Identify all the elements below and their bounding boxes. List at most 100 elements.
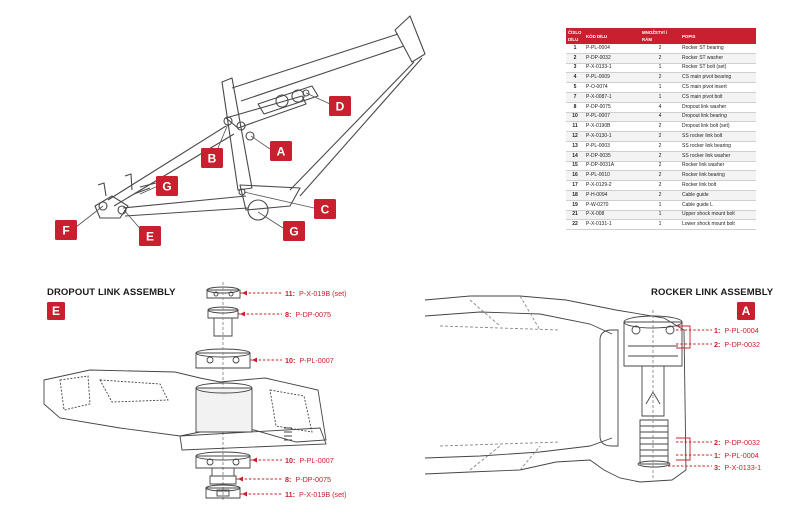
cell-part-number: 18 [566, 190, 584, 201]
dropout-callout-2: 8: P-DP-0075 [285, 310, 331, 319]
header-part-number: ČÍSLO DÍLU [566, 28, 584, 44]
cell-description: Dropout link bolt (set) [680, 121, 756, 133]
cell-part-code: P-X-008 [584, 210, 640, 221]
cell-part-number: 21 [566, 210, 584, 221]
dropout-callout-5: 8: P-DP-0075 [285, 475, 331, 484]
cell-quantity: 2 [640, 190, 680, 201]
cell-description: SS rocker link bearing [680, 141, 756, 152]
cell-part-number: 11 [566, 121, 584, 133]
frame-callout-B: B [201, 148, 223, 168]
rocker-section-badge: A [737, 302, 755, 320]
cell-quantity: 2 [640, 170, 680, 182]
callout-letter: C [321, 203, 330, 217]
callout-letter: B [208, 152, 217, 166]
cell-part-code: P-PL-0007 [584, 112, 640, 123]
cell-quantity: 2 [640, 72, 680, 84]
cell-description: Cable guide L [680, 200, 756, 211]
table-header-row: ČÍSLO DÍLU KÓD DÍLU MNOŽSTVÍ / RÁM POPIS [566, 28, 756, 44]
cell-description: SS rocker link bolt [680, 131, 756, 142]
cell-quantity: 1 [640, 82, 680, 93]
cell-part-code: P-PL-0010 [584, 170, 640, 182]
cell-part-code: P-O-0074 [584, 82, 640, 93]
cell-part-number: 12 [566, 131, 584, 142]
dropout-leader-arrows [238, 290, 257, 497]
cell-part-code: P-DP-0075 [584, 102, 640, 113]
rocker-callout-5: 3: P-X-0133-1 [714, 463, 761, 472]
cell-part-code: P-DP-0035 [584, 151, 640, 162]
bike-frame-drawing [94, 15, 426, 221]
cell-part-number: 19 [566, 200, 584, 211]
cell-part-code: P-PL-0004 [584, 44, 640, 54]
callout-letter: A [277, 145, 286, 159]
cell-part-code: P-X-0133-1 [584, 63, 640, 74]
cell-description: Lower shock mount bolt [680, 219, 756, 231]
cell-quantity: 1 [640, 63, 680, 74]
header-part-code: KÓD DÍLU [584, 28, 640, 44]
cell-quantity: 4 [640, 112, 680, 123]
frame-callout-E: E [139, 226, 161, 246]
cell-quantity: 2 [640, 151, 680, 162]
frame-callout-C: C [314, 199, 336, 219]
cell-description: CS main pivot insert [680, 82, 756, 93]
frame-leader-lines [75, 92, 331, 233]
parts-table: ČÍSLO DÍLU KÓD DÍLU MNOŽSTVÍ / RÁM POPIS… [566, 28, 756, 231]
rocker-section-title: ROCKER LINK ASSEMBLY [651, 287, 774, 298]
rocker-leader-lines [668, 325, 712, 467]
cell-part-code: P-H-0094 [584, 190, 640, 201]
rocker-callout-labels: 1: P-PL-0004 2: P-DP-0032 2: P-DP-0032 1… [714, 326, 761, 472]
cell-part-code: P-X-0190B [584, 121, 640, 133]
rocker-callout-3: 2: P-DP-0032 [714, 438, 760, 447]
cell-part-number: 22 [566, 219, 584, 231]
cell-part-code: P-W-0270 [584, 200, 640, 211]
callout-letter: D [336, 100, 345, 114]
cell-quantity: 4 [640, 102, 680, 113]
frame-callout-G-lower: G [283, 221, 305, 241]
cell-description: CS main pivot bearing [680, 72, 756, 84]
callout-letter: G [289, 225, 298, 239]
cell-part-number: 15 [566, 161, 584, 172]
cell-description: Dropout link washer [680, 102, 756, 113]
cell-description: Upper shock mount bolt [680, 210, 756, 221]
cell-quantity: 1 [640, 219, 680, 231]
dropout-callout-labels: 11: P-X-019B (set) 8: P-DP-0075 10: P-PL… [285, 289, 347, 499]
frame-callout-D: D [329, 96, 351, 116]
cell-quantity: 2 [640, 53, 680, 64]
cell-quantity: 2 [640, 121, 680, 133]
cell-description: Rocker link washer [680, 161, 756, 172]
callout-letter: E [146, 230, 154, 244]
cell-part-code: P-X-0087-1 [584, 92, 640, 103]
rocker-callout-2: 2: P-DP-0032 [714, 340, 760, 349]
cell-part-number: 16 [566, 170, 584, 182]
frame-callout-F: F [55, 220, 77, 240]
cell-quantity: 2 [640, 131, 680, 142]
cell-part-number: 14 [566, 151, 584, 162]
cell-part-code: P-PL-0003 [584, 141, 640, 152]
cell-description: Cable guide [680, 190, 756, 201]
rocker-callout-1: 1: P-PL-0004 [714, 326, 759, 335]
dropout-callout-4: 10: P-PL-0007 [285, 456, 334, 465]
cell-part-number: 2 [566, 53, 584, 64]
rocker-callout-4: 1: P-PL-0004 [714, 451, 759, 460]
cell-part-number: 1 [566, 44, 584, 54]
dropout-callout-6: 11: P-X-019B (set) [285, 490, 347, 499]
dropout-callout-1: 11: P-X-019B (set) [285, 289, 347, 298]
frame-callout-A: A [270, 141, 292, 161]
cell-part-code: P-X-0131-1 [584, 219, 640, 231]
cell-quantity: 1 [640, 92, 680, 103]
cell-quantity: 1 [640, 200, 680, 211]
